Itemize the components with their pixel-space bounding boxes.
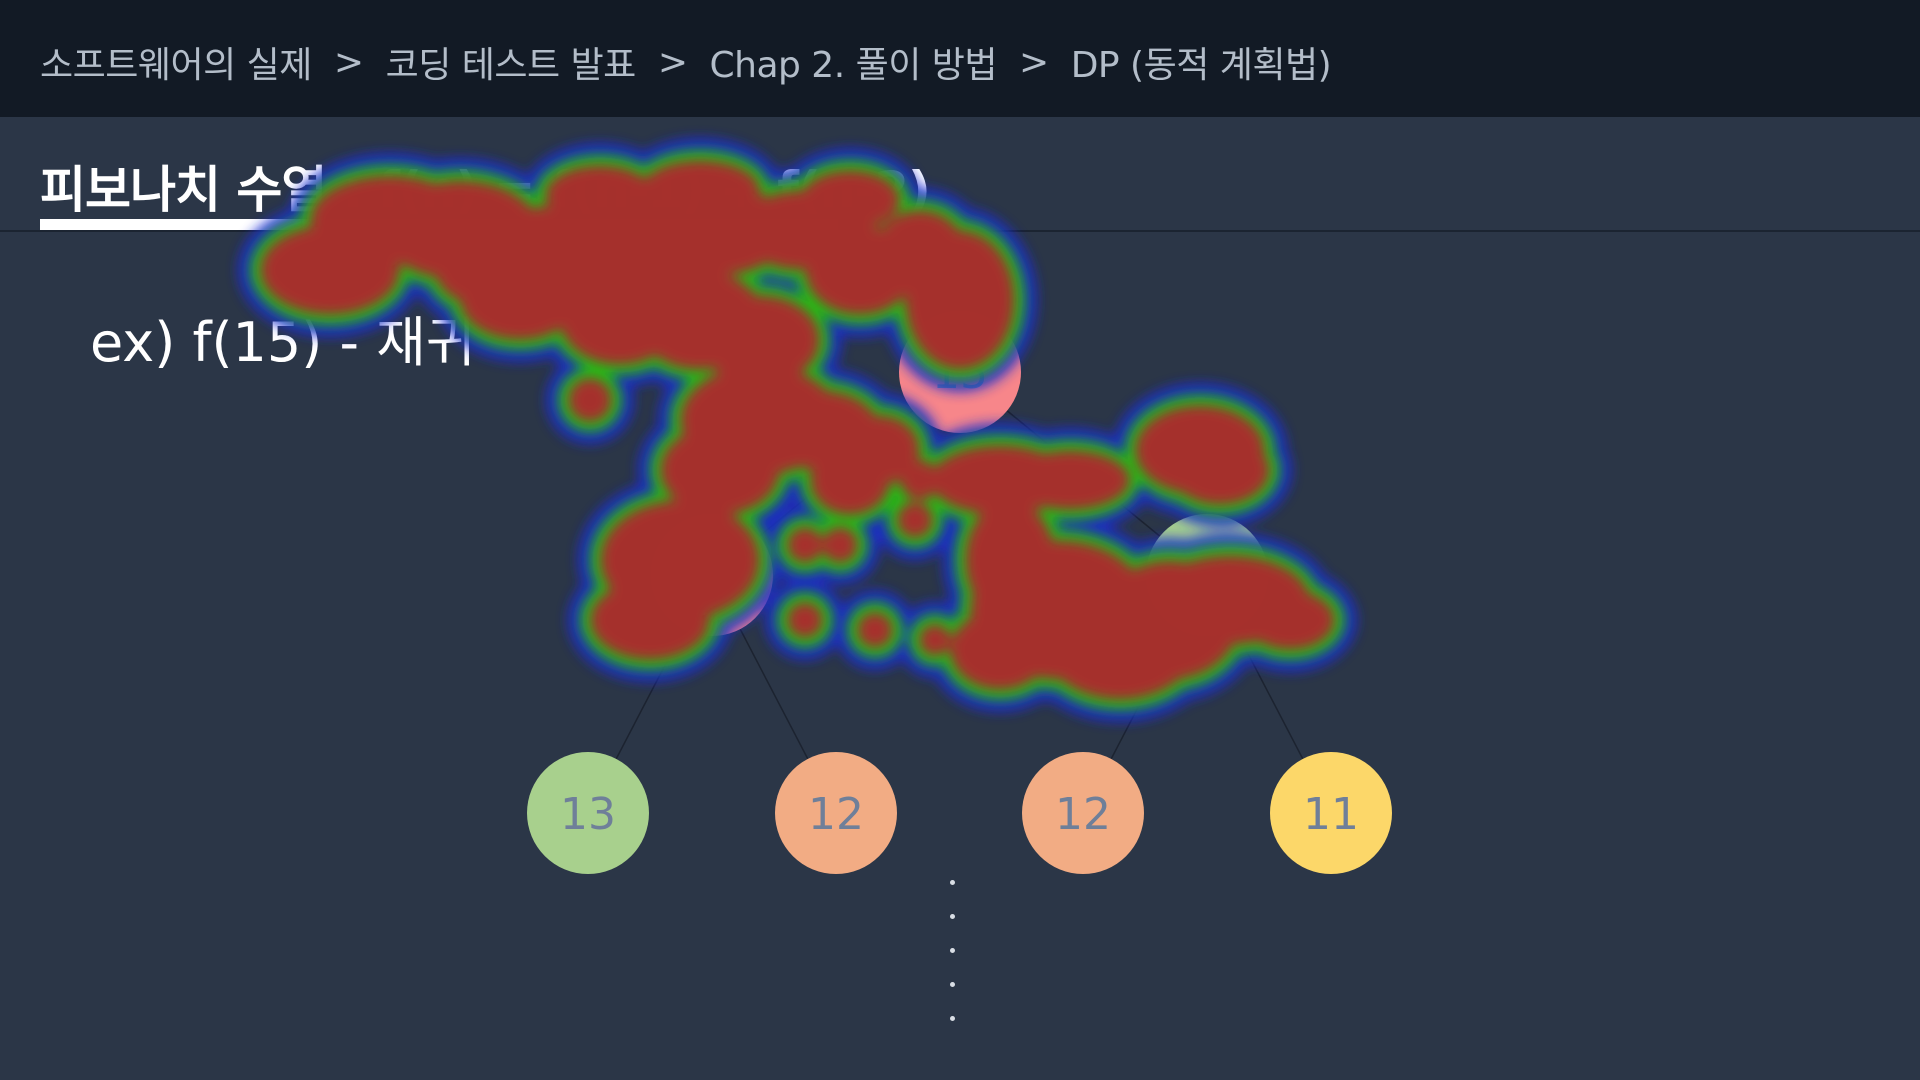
node-label: 13 <box>560 789 616 840</box>
tree-node-root: 15 <box>899 311 1021 433</box>
breadcrumb-item: Chap 2. 풀이 방법 <box>709 45 998 86</box>
breadcrumb-item: 코딩 테스트 발표 <box>385 45 637 86</box>
tree-node: 13 <box>527 752 649 874</box>
breadcrumb-separator: > <box>1019 41 1049 83</box>
tree-node: 12 <box>775 752 897 874</box>
continuation-dots <box>950 880 960 1050</box>
breadcrumb-item: 소프트웨어의 실제 <box>40 45 312 86</box>
tree-node: 13 <box>1146 514 1268 636</box>
node-label: 12 <box>1055 789 1111 840</box>
continuation-dot <box>950 982 955 987</box>
continuation-dot <box>950 914 955 919</box>
top-bar: 소프트웨어의 실제 > 코딩 테스트 발표 > Chap 2. 풀이 방법 > … <box>0 0 1920 117</box>
tree-node: 12 <box>1022 752 1144 874</box>
node-label: 11 <box>1303 789 1359 840</box>
node-circle <box>527 752 649 874</box>
node-circle <box>1022 752 1144 874</box>
node-circle <box>1270 752 1392 874</box>
node-label: 12 <box>808 789 864 840</box>
breadcrumb: 소프트웨어의 실제 > 코딩 테스트 발표 > Chap 2. 풀이 방법 > … <box>40 36 1332 88</box>
node-circle <box>775 752 897 874</box>
tree-node: 11 <box>1270 752 1392 874</box>
node-label: 13 <box>1179 551 1235 602</box>
continuation-dot <box>950 948 955 953</box>
node-label: 14 <box>684 551 740 602</box>
breadcrumb-separator: > <box>657 41 688 83</box>
continuation-dot <box>950 880 955 885</box>
continuation-dot <box>950 1016 955 1021</box>
tree-node: 14 <box>651 514 773 636</box>
breadcrumb-item: DP (동적 계획법) <box>1070 45 1332 86</box>
breadcrumb-separator: > <box>333 41 364 83</box>
node-label: 15 <box>932 348 988 399</box>
